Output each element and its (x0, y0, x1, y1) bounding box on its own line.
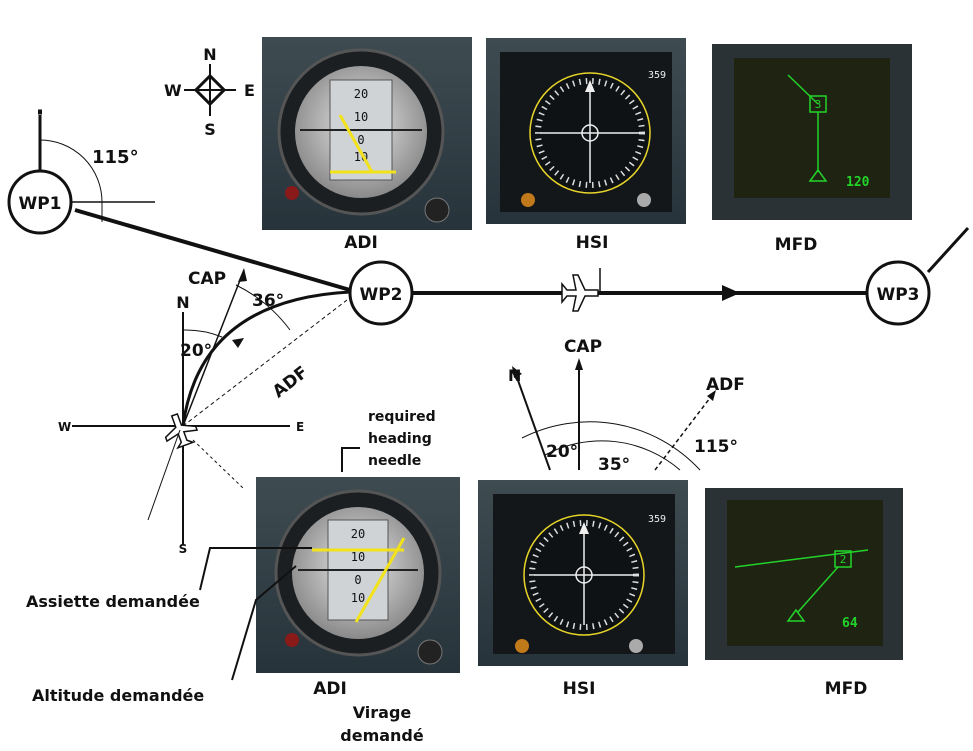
bottom-mfd-screen (727, 500, 883, 646)
flight-path (74, 208, 970, 301)
top-mfd-label: MFD (775, 235, 818, 255)
wp1-angle-label: 115° (92, 147, 139, 168)
bottom-adi-scale-10: 10 (351, 550, 365, 564)
assiette-label: Assiette demandée (26, 592, 200, 611)
bottom-adi-bank-needle (354, 537, 406, 623)
compass-south-label: S (204, 120, 216, 139)
altitude-leader (231, 565, 297, 681)
waypoint-wp2: WP2 (348, 260, 414, 326)
heading-north-label: N (508, 366, 521, 385)
bottom-mfd-value: 64 (842, 616, 858, 631)
heading-adf-line (654, 393, 714, 471)
altitude-label: Altitude demandée (32, 686, 204, 705)
assiette-leader (199, 547, 312, 591)
geometry-north-label: N (176, 293, 189, 312)
required-heading-leader (341, 447, 360, 472)
wp1-label: WP1 (18, 194, 61, 214)
direction-arrow (722, 285, 740, 301)
heading-angle-35-label: 35° (598, 455, 630, 475)
top-hsi-heading-readout: 359 (648, 70, 666, 81)
geometry-south-label: S (179, 542, 188, 556)
top-mfd-waypoint: 3 (815, 98, 822, 111)
adf-label: ADF (269, 362, 312, 402)
aircraft-icon (164, 412, 199, 450)
bottom-hsi-panel: 359 (478, 480, 688, 666)
geometry-west-label: W (58, 420, 71, 434)
compass-west-label: W (164, 81, 182, 100)
top-adi-scale-0: 0 (357, 133, 364, 147)
virage-line2: demandé (340, 726, 424, 745)
bottom-adi-panel: 20 10 0 10 (256, 477, 460, 673)
leg-wp3-next (926, 226, 970, 274)
top-mfd-screen (734, 58, 890, 198)
annotations: required heading needle Assiette demandé… (26, 409, 436, 745)
compass-rose: N E S W (164, 45, 255, 139)
heading-north-line (514, 371, 551, 471)
required-heading-line3: needle (368, 453, 421, 469)
angle-adf-label: 36° (252, 291, 284, 311)
top-mfd-value: 120 (846, 175, 870, 190)
bottom-adi-label: ADI (313, 679, 347, 699)
compass-north-label: N (203, 45, 216, 64)
bottom-mfd-label: MFD (825, 679, 868, 699)
waypoint-wp3: WP3 (865, 260, 931, 326)
bottom-hsi-heading-readout: 359 (648, 514, 666, 525)
heading-geometry: CAP N ADF 20° 35° 115° (508, 337, 745, 475)
leg-wp1-wp2 (74, 208, 351, 292)
heading-angle-115-label: 115° (694, 437, 738, 457)
top-adi-panel: 20 10 0 10 (262, 37, 472, 230)
cap-label: CAP (188, 269, 226, 289)
compass-east-label: E (244, 81, 255, 100)
required-heading-line1: required (368, 409, 436, 425)
aircraft-on-leg-icon (561, 274, 599, 312)
top-mfd-panel: 3 120 (712, 44, 912, 220)
top-adi-bank-needle (338, 114, 374, 173)
geometry-east-label: E (296, 420, 304, 434)
top-adi-label: ADI (344, 233, 378, 253)
bottom-mfd-waypoint: 2 (840, 553, 847, 566)
heading-adf-label: ADF (706, 375, 745, 395)
wp2-label: WP2 (359, 285, 402, 305)
bottom-mfd-panel: 2 64 (705, 488, 903, 660)
angle-cap-label: 20° (180, 341, 212, 361)
bottom-adi-scale-20: 20 (351, 527, 365, 541)
top-hsi-panel: 359 (486, 38, 686, 224)
required-heading-line2: heading (368, 431, 432, 447)
wp3-label: WP3 (876, 285, 919, 305)
top-adi-scale-20: 20 (354, 87, 368, 101)
heading-angle-20-label: 20° (546, 442, 578, 462)
turn-arc (181, 290, 351, 427)
top-hsi-label: HSI (576, 233, 609, 253)
virage-line1: Virage (353, 703, 412, 722)
waypoint-wp1: 115° WP1 (7, 109, 155, 235)
turn-geometry: N W E S CAP ADF 20° 36° (58, 268, 351, 556)
bottom-adi-scale-0: 0 (354, 573, 361, 587)
heading-cap-label: CAP (564, 337, 602, 357)
bottom-adi-scale-n10: 10 (351, 591, 365, 605)
top-adi-scale-10: 10 (354, 110, 368, 124)
bottom-hsi-label: HSI (563, 679, 596, 699)
